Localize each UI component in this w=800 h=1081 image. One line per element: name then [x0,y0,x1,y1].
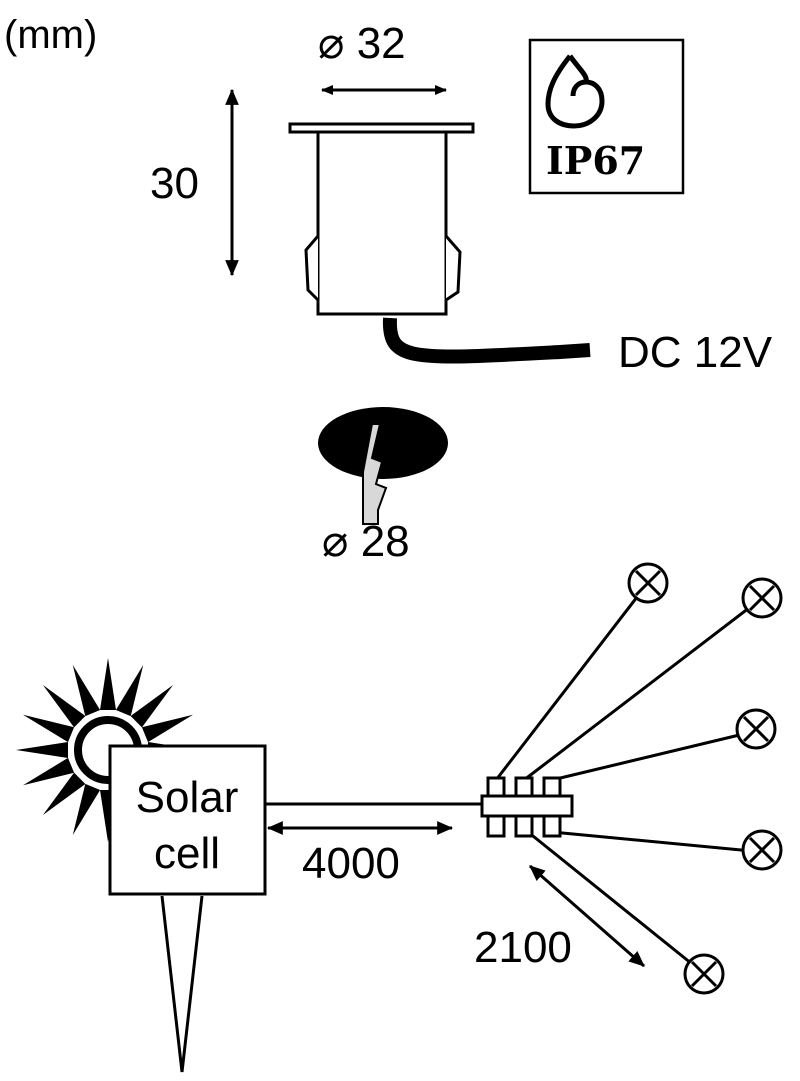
lamp-cross-icon [741,577,783,619]
cutout-diameter-label: ⌀ 28 [322,517,410,566]
fixture-diameter-label: ⌀ 32 [318,19,406,68]
lamp-cross-icon [735,708,777,750]
water-drop-icon [545,54,605,129]
fixture-height-label: 30 [150,159,199,208]
branch-length-arrow [529,864,645,968]
branch-wires [494,587,763,974]
units-label: (mm) [4,13,97,57]
lamp-cross-icon [741,829,783,871]
solar-cell-label-line1: Solar [136,773,239,822]
lamp-cross-icon [683,953,725,995]
cable-connector [480,776,574,838]
cable-length-label: 4000 [302,839,400,888]
solar-cell-label-line2: cell [154,829,220,878]
supply-voltage-label: DC 12V [618,328,773,377]
ground-stake [160,895,204,1073]
drill-bit-icon [318,407,448,525]
branch-length-label: 2100 [474,923,572,972]
lamp-cross-icon [627,562,669,604]
power-cable [382,317,591,364]
ip-rating-badge: IP67 [528,38,685,195]
recessed-light-fixture [288,122,591,364]
ip-rating-label: IP67 [546,138,645,183]
solar-cell-unit [108,744,267,1073]
